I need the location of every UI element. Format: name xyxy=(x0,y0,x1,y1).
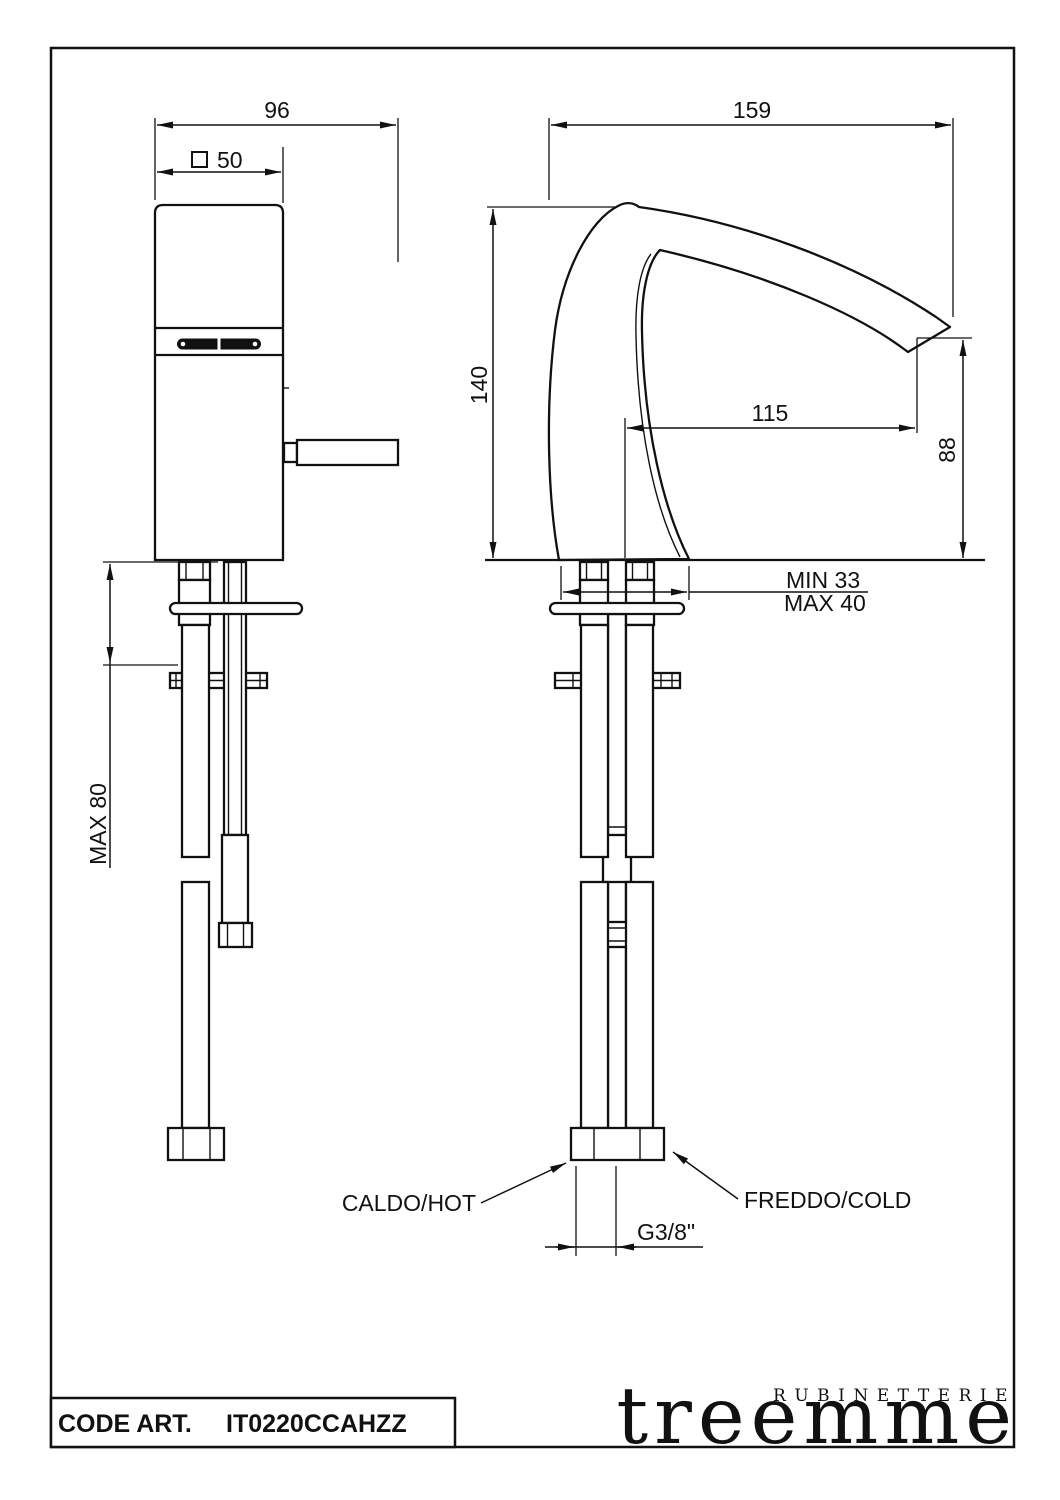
dim-max-mount: MAX 80 xyxy=(85,783,111,865)
side-underdeck xyxy=(548,560,686,1162)
dim-thread-group: G3/8" xyxy=(545,1166,703,1256)
side-view: 159 140 115 88 xyxy=(342,97,985,1256)
front-view: 96 50 xyxy=(85,97,400,1162)
dim-max-mount-group: MAX 80 xyxy=(85,561,218,868)
dim-hole-max: MAX 40 xyxy=(784,590,866,616)
rod-connector xyxy=(604,920,630,949)
square-symbol xyxy=(191,151,208,168)
brand-logo: RUBINETTERIE treemme xyxy=(616,1370,1018,1462)
code-label: CODE ART. xyxy=(58,1410,192,1438)
dim-square-width: 50 xyxy=(217,147,243,173)
dim-body-height: 140 xyxy=(466,366,492,404)
title-block: CODE ART. IT0220CCAHZZ xyxy=(49,1396,457,1449)
faucet-inner-line xyxy=(635,253,681,558)
logo-subtitle: RUBINETTERIE xyxy=(773,1386,1016,1406)
escutcheon-plate xyxy=(168,601,304,616)
dim-spout-reach: 115 xyxy=(752,400,789,426)
handle-stub xyxy=(282,441,299,464)
code-value: IT0220CCAHZZ xyxy=(226,1410,407,1438)
supply-nut-block xyxy=(569,1126,666,1162)
spout-slot xyxy=(177,337,261,351)
logo-name: treemme xyxy=(616,1370,1018,1462)
escutcheon-plate-side xyxy=(548,601,686,616)
hose-nut xyxy=(217,921,254,949)
dim-hole-min: MIN 33 xyxy=(786,567,860,593)
faucet-body-front xyxy=(153,203,285,562)
title-box xyxy=(49,1396,457,1449)
dim-hole-group: MIN 33 MAX 40 xyxy=(560,566,868,616)
dim-spout-height: 88 xyxy=(934,437,960,463)
page-border xyxy=(49,46,1016,1449)
hot-cold-labels: CALDO/HOT FREDDO/COLD xyxy=(342,1151,911,1216)
front-underdeck xyxy=(166,560,304,1162)
handle-lever xyxy=(295,438,400,467)
hose-sleeve xyxy=(220,833,250,925)
dim-total-depth: 159 xyxy=(733,97,771,123)
faucet-body-side xyxy=(547,201,952,562)
dim-thread: G3/8" xyxy=(637,1219,695,1245)
dim-total-width: 96 xyxy=(264,97,290,123)
label-hot: CALDO/HOT xyxy=(342,1190,476,1216)
pipe-end-nut xyxy=(166,1126,226,1162)
label-cold: FREDDO/COLD xyxy=(744,1187,911,1213)
